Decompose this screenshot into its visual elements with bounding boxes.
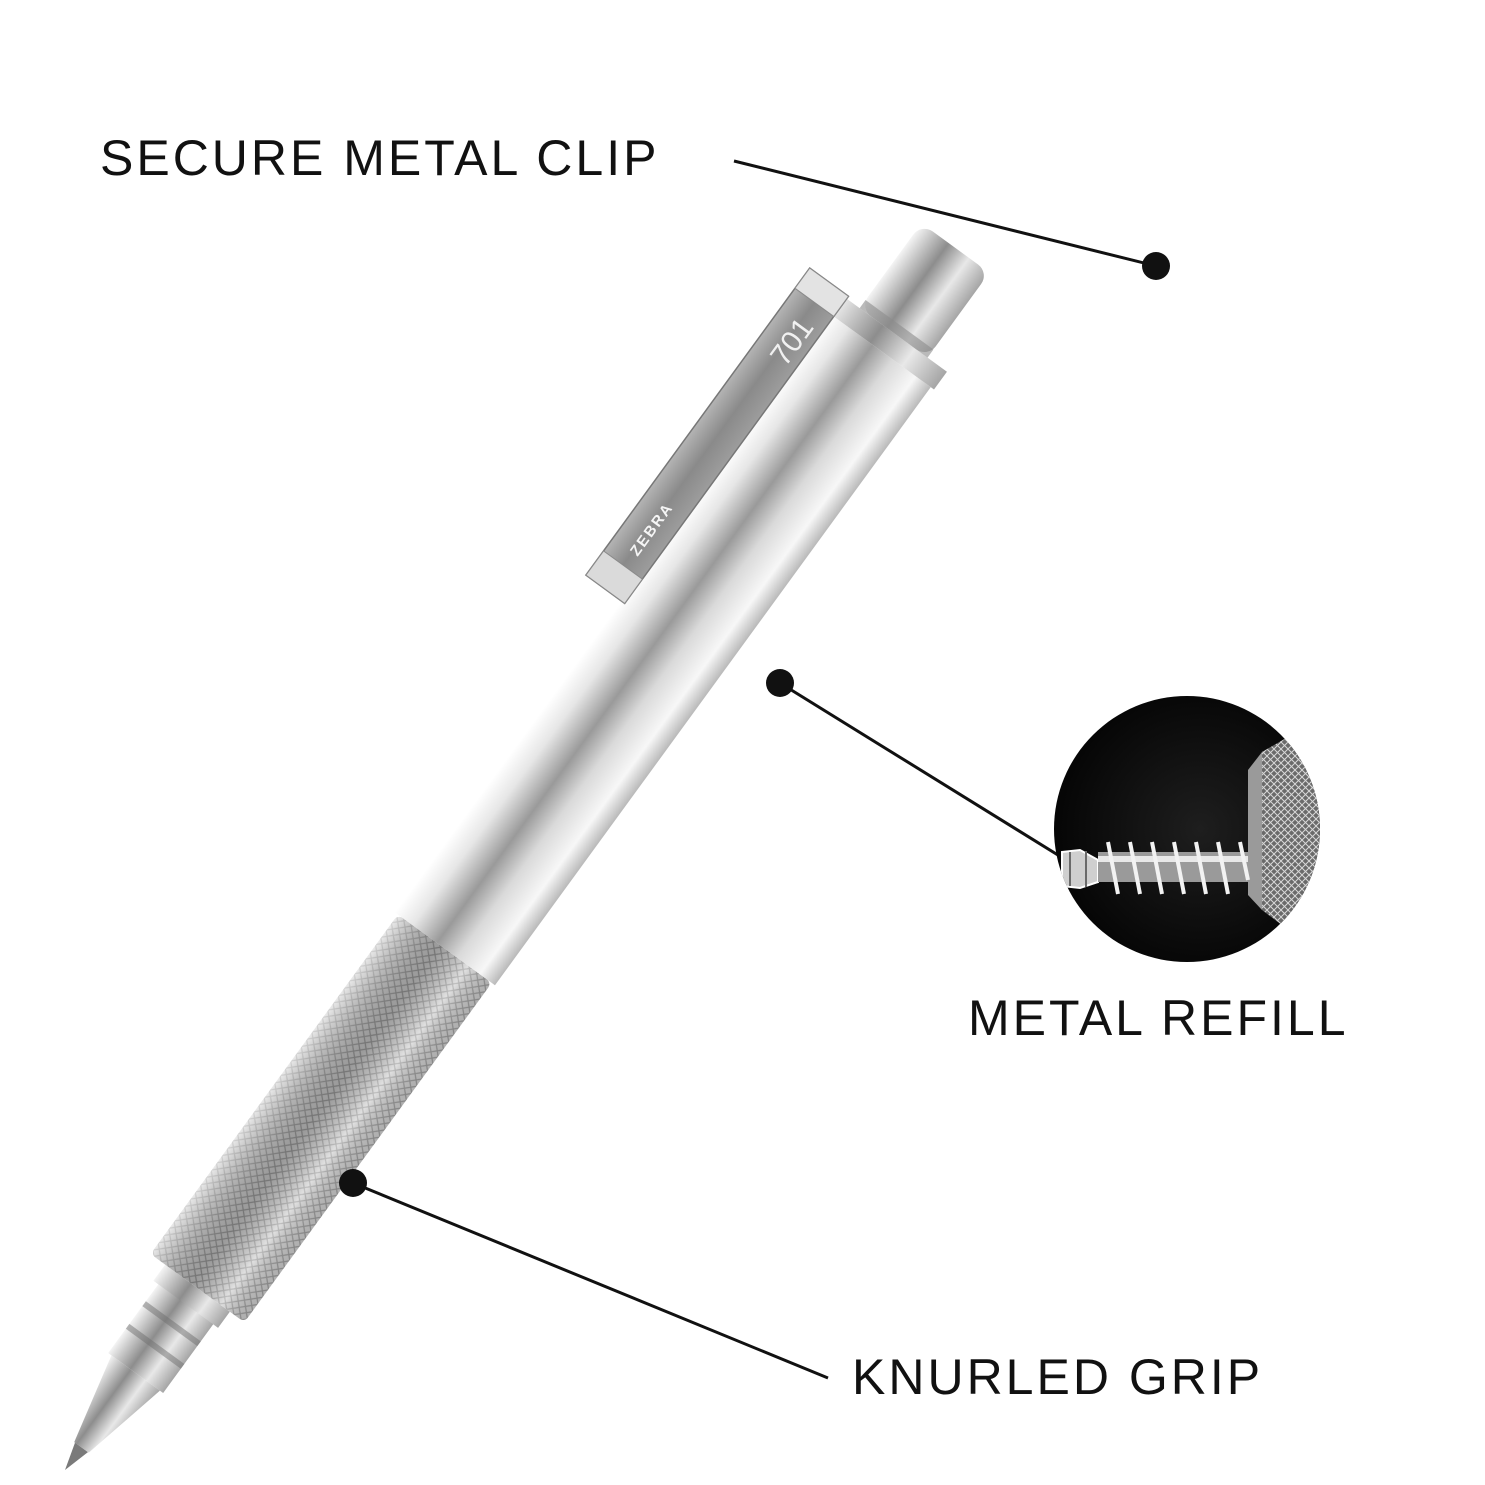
clip-leader [733, 159, 1170, 280]
pen-cone [74, 1355, 160, 1453]
grip-leader [339, 1169, 829, 1380]
refill-spring [1106, 841, 1250, 895]
pen-barrel [394, 314, 931, 986]
grip-marker-dot [339, 1169, 367, 1197]
pen: ZEBRA 701 [65, 228, 984, 1470]
callout-knurled-grip: KNURLED GRIP [852, 1349, 1264, 1405]
refill-marker-dot [766, 669, 794, 697]
pen-plunger [865, 228, 984, 353]
callout-metal-refill: METAL REFILL [968, 990, 1349, 1046]
callout-secure-metal-clip: SECURE METAL CLIP [100, 130, 660, 186]
clip-marker-dot [1142, 252, 1170, 280]
pen-tip-section [108, 1280, 217, 1394]
knurled-grip [153, 916, 490, 1320]
refill-leader [766, 669, 1067, 862]
metal-clip: ZEBRA 701 [584, 266, 850, 605]
refill-inset [1054, 696, 1320, 962]
pen-tip [65, 1442, 88, 1470]
